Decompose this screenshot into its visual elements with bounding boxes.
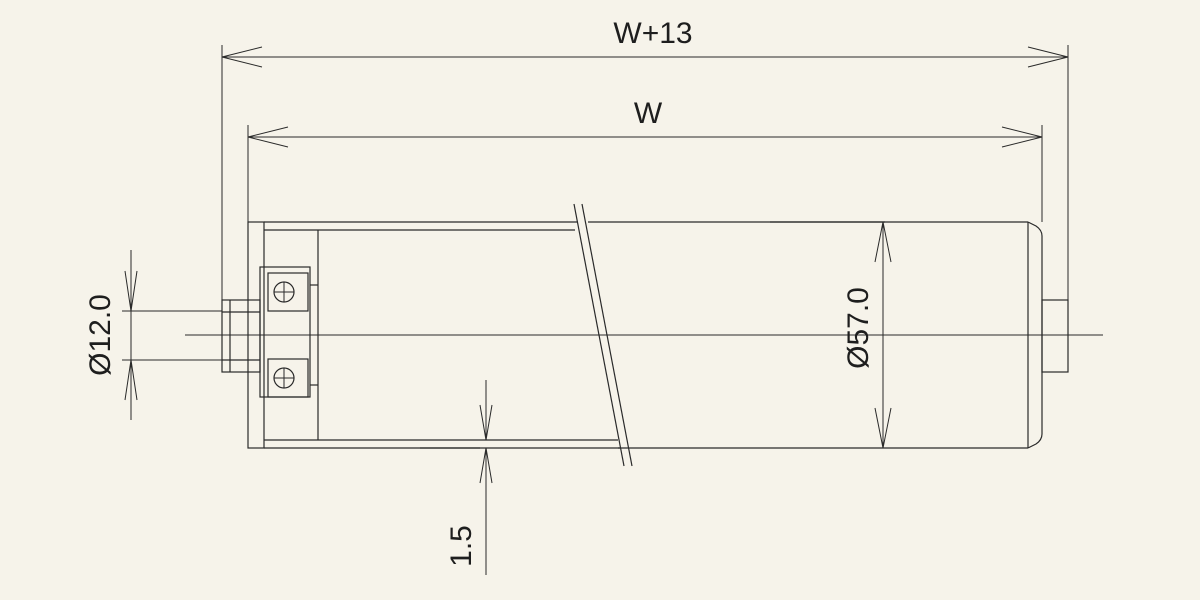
- overall-width-dimension: W+13: [221, 17, 1069, 305]
- tube-diameter-label: Ø57.0: [842, 287, 875, 369]
- wall-thickness-label: 1.5: [445, 525, 478, 567]
- shaft-diameter-dimension: Ø12.0: [84, 250, 222, 420]
- tube-body: [247, 203, 1043, 467]
- overall-width-label: W+13: [613, 17, 692, 50]
- left-shaft: [221, 299, 261, 373]
- tube-width-label: W: [634, 97, 663, 130]
- tube-width-dimension: W: [247, 97, 1043, 222]
- shaft-diameter-label: Ø12.0: [84, 294, 117, 376]
- wall-thickness-dimension: 1.5: [445, 380, 493, 575]
- right-shaft: [1041, 299, 1069, 373]
- tube-diameter-dimension: Ø57.0: [842, 221, 892, 449]
- bearing-assembly: [259, 266, 318, 398]
